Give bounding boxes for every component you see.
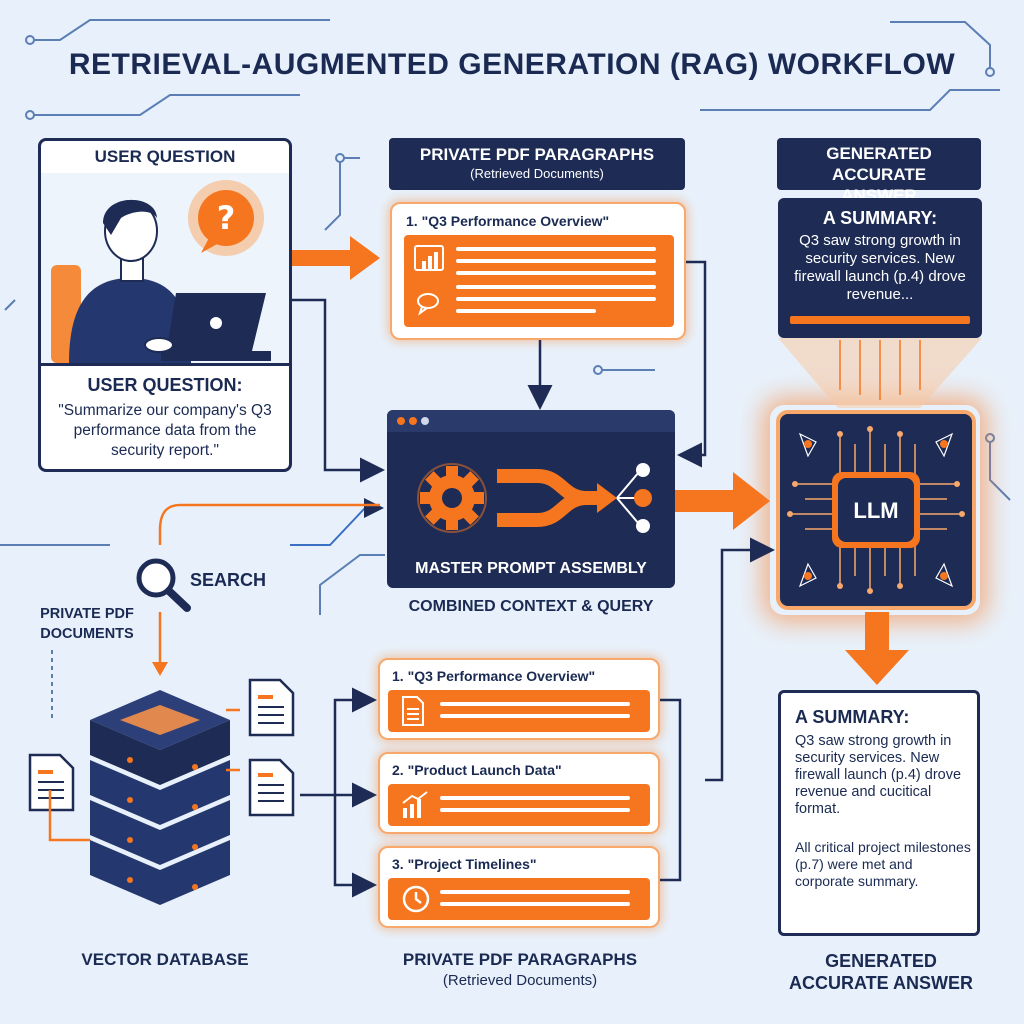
llm-label: LLM — [853, 498, 899, 523]
vector-db-label: VECTOR DATABASE — [81, 950, 249, 969]
user-question-header: USER QUESTION — [94, 147, 236, 166]
answer-bottom-card: A SUMMARY: Q3 saw strong growth in secur… — [778, 690, 980, 936]
answer-bottom-summary-text-2: All critical project milestones (p.7) we… — [795, 839, 971, 889]
retrieved-top-doc-card: 1. "Q3 Performance Overview" — [390, 202, 686, 340]
prompt-assembly-window: MASTER PROMPT ASSEMBLY — [387, 410, 675, 588]
search-icon — [132, 556, 194, 612]
retrieved-item-title: 3. "Project Timelines" — [392, 856, 537, 872]
user-question-card: USER QUESTION ? USER QUESTION: "Summariz… — [38, 138, 292, 472]
llm-chip: LLM — [776, 410, 976, 610]
retrieved-item-card: 1. "Q3 Performance Overview" — [378, 658, 660, 740]
answer-top-card: A SUMMARY: Q3 saw strong growth in secur… — [778, 198, 982, 338]
gear-merge-icon — [417, 463, 652, 533]
search-label: SEARCH — [190, 570, 267, 590]
chat-icon — [416, 291, 442, 316]
clock-icon — [402, 884, 432, 914]
retrieved-top-header-title: PRIVATE PDF PARAGRAPHS — [419, 145, 655, 164]
retrieved-bottom-subcaption: (Retrieved Documents) — [442, 972, 598, 989]
user-illustration: ? — [41, 173, 289, 363]
pdf-documents-icon — [28, 678, 295, 817]
retrieved-top-doc-body — [404, 235, 674, 327]
answer-bottom-summary-text: Q3 saw strong growth in security service… — [795, 733, 962, 817]
window-dot-2 — [409, 417, 417, 425]
retrieved-top-doc-title: 1. "Q3 Performance Overview" — [406, 213, 610, 229]
private-docs-label: PRIVATE PDF DOCUMENTS — [40, 606, 134, 642]
bar-chart-icon — [414, 245, 444, 271]
answer-top-summary-label: A SUMMARY: — [822, 208, 938, 228]
page-title: RETRIEVAL-AUGMENTED GENERATION (RAG) WOR… — [68, 48, 956, 81]
retrieved-top-header-subtitle: (Retrieved Documents) — [470, 166, 604, 181]
retrieved-item-title: 1. "Q3 Performance Overview" — [392, 668, 596, 684]
retrieved-item-title: 2. "Product Launch Data" — [392, 762, 562, 778]
answer-top-header: GENERATED ACCURATE ANSWER — [777, 138, 981, 205]
answer-bottom-caption: GENERATED ACCURATE ANSWER — [789, 951, 973, 993]
retrieved-item-card: 3. "Project Timelines" — [378, 846, 660, 928]
answer-top-summary-text: Q3 saw strong growth in security service… — [794, 232, 966, 303]
retrieved-top-header: PRIVATE PDF PARAGRAPHS (Retrieved Docume… — [389, 138, 685, 190]
document-icon — [402, 696, 424, 726]
answer-bottom-summary-label: A SUMMARY: — [795, 707, 910, 727]
prompt-assembly-caption: COMBINED CONTEXT & QUERY — [408, 598, 654, 615]
user-question-label: USER QUESTION: — [87, 375, 243, 395]
window-dot-3 — [421, 417, 429, 425]
user-question-text: "Summarize our company's Q3 performance … — [58, 402, 272, 459]
prompt-assembly-label: MASTER PROMPT ASSEMBLY — [415, 560, 647, 577]
bar-chart-icon — [400, 790, 430, 820]
retrieved-item-card: 2. "Product Launch Data" — [378, 752, 660, 834]
database-icon — [90, 690, 230, 905]
svg-text:?: ? — [217, 199, 236, 237]
window-dot-1 — [397, 417, 405, 425]
retrieved-bottom-caption: PRIVATE PDF PARAGRAPHS — [402, 950, 638, 969]
